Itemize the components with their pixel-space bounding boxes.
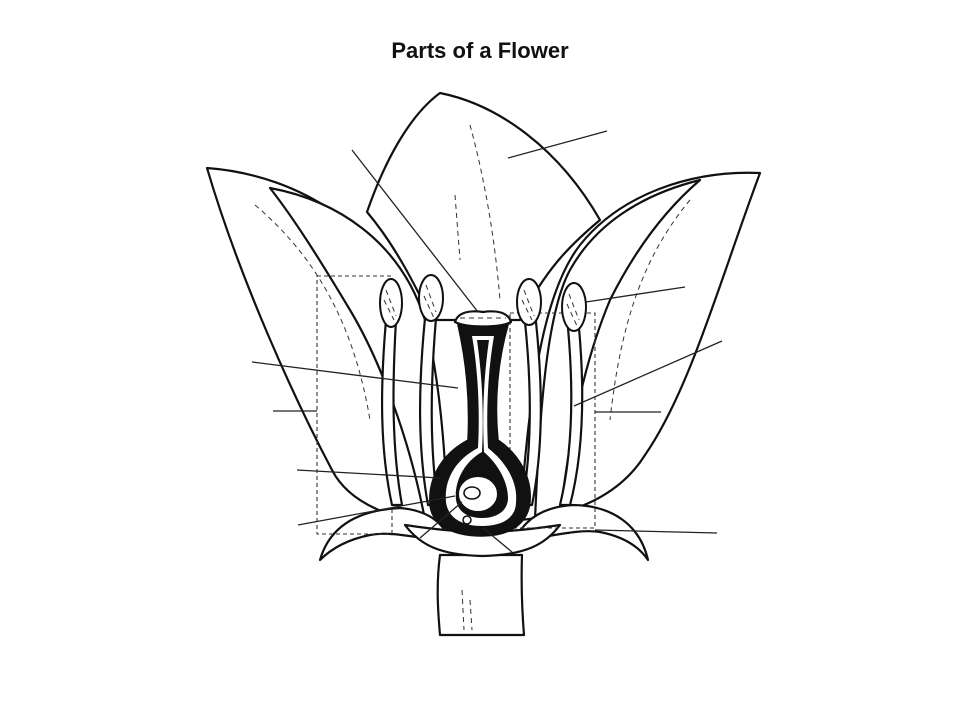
stigma <box>453 310 513 328</box>
detail-box-right <box>509 312 596 529</box>
leader-lines <box>251 130 723 553</box>
pistil <box>429 310 531 537</box>
leader-sepal <box>419 501 463 539</box>
ovule <box>463 486 481 500</box>
stamen-2 <box>418 274 444 507</box>
leader-ovary <box>296 469 441 479</box>
leader-receptacle <box>594 529 718 534</box>
leader-anther <box>585 286 686 303</box>
flower-stalk <box>436 553 526 637</box>
leader-petal <box>507 130 608 159</box>
leader-style <box>251 361 459 389</box>
stamen-4 <box>558 282 587 507</box>
leader-ovule <box>297 495 456 526</box>
leader-filament <box>573 340 723 407</box>
stamen-1 <box>379 278 404 507</box>
leader-stigma <box>351 149 479 313</box>
leader-stalk <box>482 527 513 553</box>
stamen-3 <box>516 278 542 507</box>
page-title: Parts of a Flower <box>391 38 569 63</box>
